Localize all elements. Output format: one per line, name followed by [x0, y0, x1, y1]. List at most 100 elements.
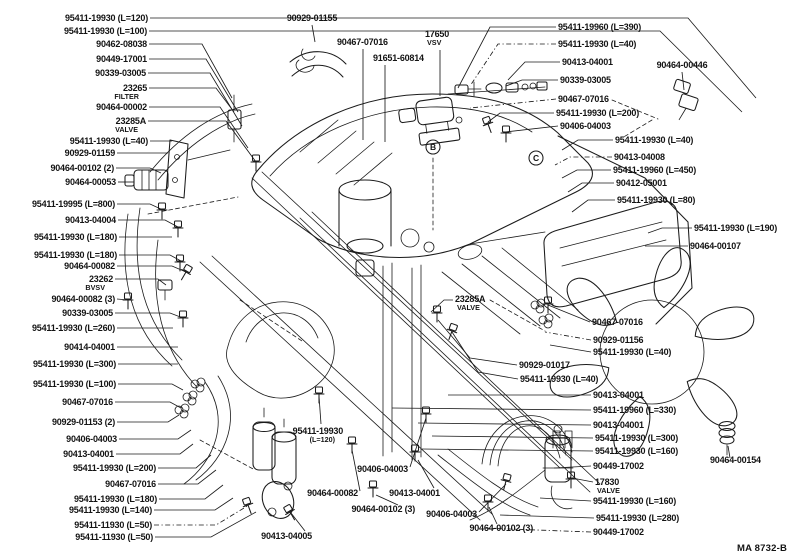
part-label: 95411-19960 (L=390) — [558, 22, 641, 32]
part-label: 90464-00102 (3) — [351, 504, 415, 514]
engine-line-art — [122, 48, 755, 523]
part-label: 90339-03005 — [560, 75, 611, 85]
leader-line — [567, 182, 614, 193]
part-label: 95411-19930 (L=200) — [556, 108, 639, 118]
part-label: 17650 — [425, 29, 449, 39]
part-label: 23265 — [123, 83, 147, 93]
figure-code: MA 8732-B — [737, 543, 787, 554]
part-label: 95411-11930 (L=50) — [74, 520, 152, 530]
part-label: 95411-19930 (L=160) — [595, 446, 678, 456]
leader-line — [115, 312, 184, 319]
leader-line — [149, 58, 239, 113]
leader-line — [505, 79, 558, 87]
leader-line — [154, 497, 234, 511]
part-label: 90406-04003 — [426, 509, 477, 519]
leader-line — [116, 167, 162, 174]
part-label: 90467-07016 — [337, 37, 388, 47]
part-label: 90413-04001 — [593, 420, 644, 430]
leader-line — [119, 429, 192, 440]
part-label: 95411-19995 (L=800) — [32, 199, 115, 209]
part-label: 90929-01153 (2) — [52, 417, 115, 427]
leader-line — [571, 199, 615, 213]
leader-line — [149, 106, 249, 149]
part-label: 90464-00082 — [307, 488, 358, 498]
leader-line — [554, 156, 612, 166]
leader-line — [571, 477, 594, 483]
leader-line — [488, 506, 498, 525]
part-label: 95411-19930 (L=160) — [593, 496, 676, 506]
part-label: 90413-04001 — [389, 488, 440, 498]
leader-line — [561, 169, 611, 179]
part-label: 90449-17002 — [593, 461, 644, 471]
part-label: 95411-19930 (L=40) — [615, 135, 693, 145]
part-label: 90413-04001 — [63, 449, 114, 459]
leader-line — [117, 414, 180, 423]
part-label: 90413-04008 — [614, 152, 665, 162]
leader-line — [375, 494, 399, 506]
part-label: 23285A — [455, 294, 486, 304]
part-label: 95411-19930 (L=180) — [34, 250, 117, 260]
leader-line — [311, 24, 316, 43]
part-label: 95411-19930 (L=200) — [73, 463, 156, 473]
leader-line — [547, 304, 591, 323]
part-label: 90464-00082 — [64, 261, 115, 271]
part-label: 95411-19930 — [293, 426, 344, 436]
leader-line — [544, 331, 592, 341]
leader-line — [158, 454, 212, 469]
leader-lines-layer — [115, 17, 757, 538]
leader-line — [149, 87, 235, 113]
leader-line — [119, 254, 182, 262]
leader-line — [158, 469, 217, 485]
part-label: 95411-19930 (L=40) — [558, 39, 636, 49]
circled-markers-layer: BC — [425, 139, 544, 166]
part-label: 95411-19930 (L=300) — [33, 359, 116, 369]
leader-line — [115, 401, 182, 409]
part-label: 95411-11930 (L=50) — [75, 532, 153, 542]
leader-line — [417, 459, 435, 489]
part-sublabel: (L=120) — [310, 435, 336, 444]
part-label: 95411-19930 (L=100) — [64, 26, 147, 36]
part-label: 95411-19930 (L=40) — [520, 374, 598, 384]
leader-line — [150, 17, 757, 99]
part-label: 95411-19960 (L=330) — [593, 405, 676, 415]
part-label: 90464-00154 — [710, 455, 761, 465]
leader-line — [115, 278, 167, 286]
part-label: 23262 — [89, 274, 113, 284]
leader-line — [154, 504, 250, 526]
leader-line — [553, 465, 592, 469]
part-label: 90449-17001 — [96, 54, 147, 64]
leader-line — [318, 395, 322, 425]
part-label: 90464-00082 (3) — [51, 294, 115, 304]
part-label: 95411-19930 (L=280) — [596, 513, 679, 523]
part-label: 90464-00053 — [65, 177, 116, 187]
leader-line — [149, 43, 233, 99]
leader-line — [417, 422, 592, 426]
part-label: 91651-60814 — [373, 53, 424, 63]
leader-line — [148, 120, 257, 163]
part-label: 95411-19930 (L=260) — [32, 323, 115, 333]
leader-line — [351, 449, 361, 492]
part-label: 90929-01017 — [519, 360, 570, 370]
leader-line — [507, 61, 560, 81]
part-label: 90412-05001 — [616, 178, 667, 188]
leader-line — [116, 298, 129, 301]
part-label: 90339-03005 — [95, 68, 146, 78]
leader-line — [430, 299, 453, 313]
part-label: 90467-07016 — [105, 479, 156, 489]
part-sublabel: VALVE — [115, 125, 138, 134]
leader-line — [457, 26, 556, 89]
part-label: 95411-19930 (L=40) — [593, 347, 671, 357]
leader-line — [499, 514, 595, 519]
part-label: 95411-19930 (L=180) — [34, 232, 117, 242]
leader-line — [451, 331, 519, 380]
circled-marker — [528, 150, 544, 166]
leader-line — [431, 435, 594, 439]
part-label: 90464-00102 (3) — [469, 523, 533, 533]
leader-line — [539, 497, 592, 502]
leader-line — [149, 30, 743, 113]
part-label: 23285A — [116, 116, 147, 126]
leader-line — [478, 483, 507, 513]
leader-line — [290, 512, 306, 532]
part-labels-layer: 95411-19930 (L=120) 95411-19930 (L=100) 90… — [32, 13, 777, 542]
part-label: 90464-00002 — [96, 102, 147, 112]
